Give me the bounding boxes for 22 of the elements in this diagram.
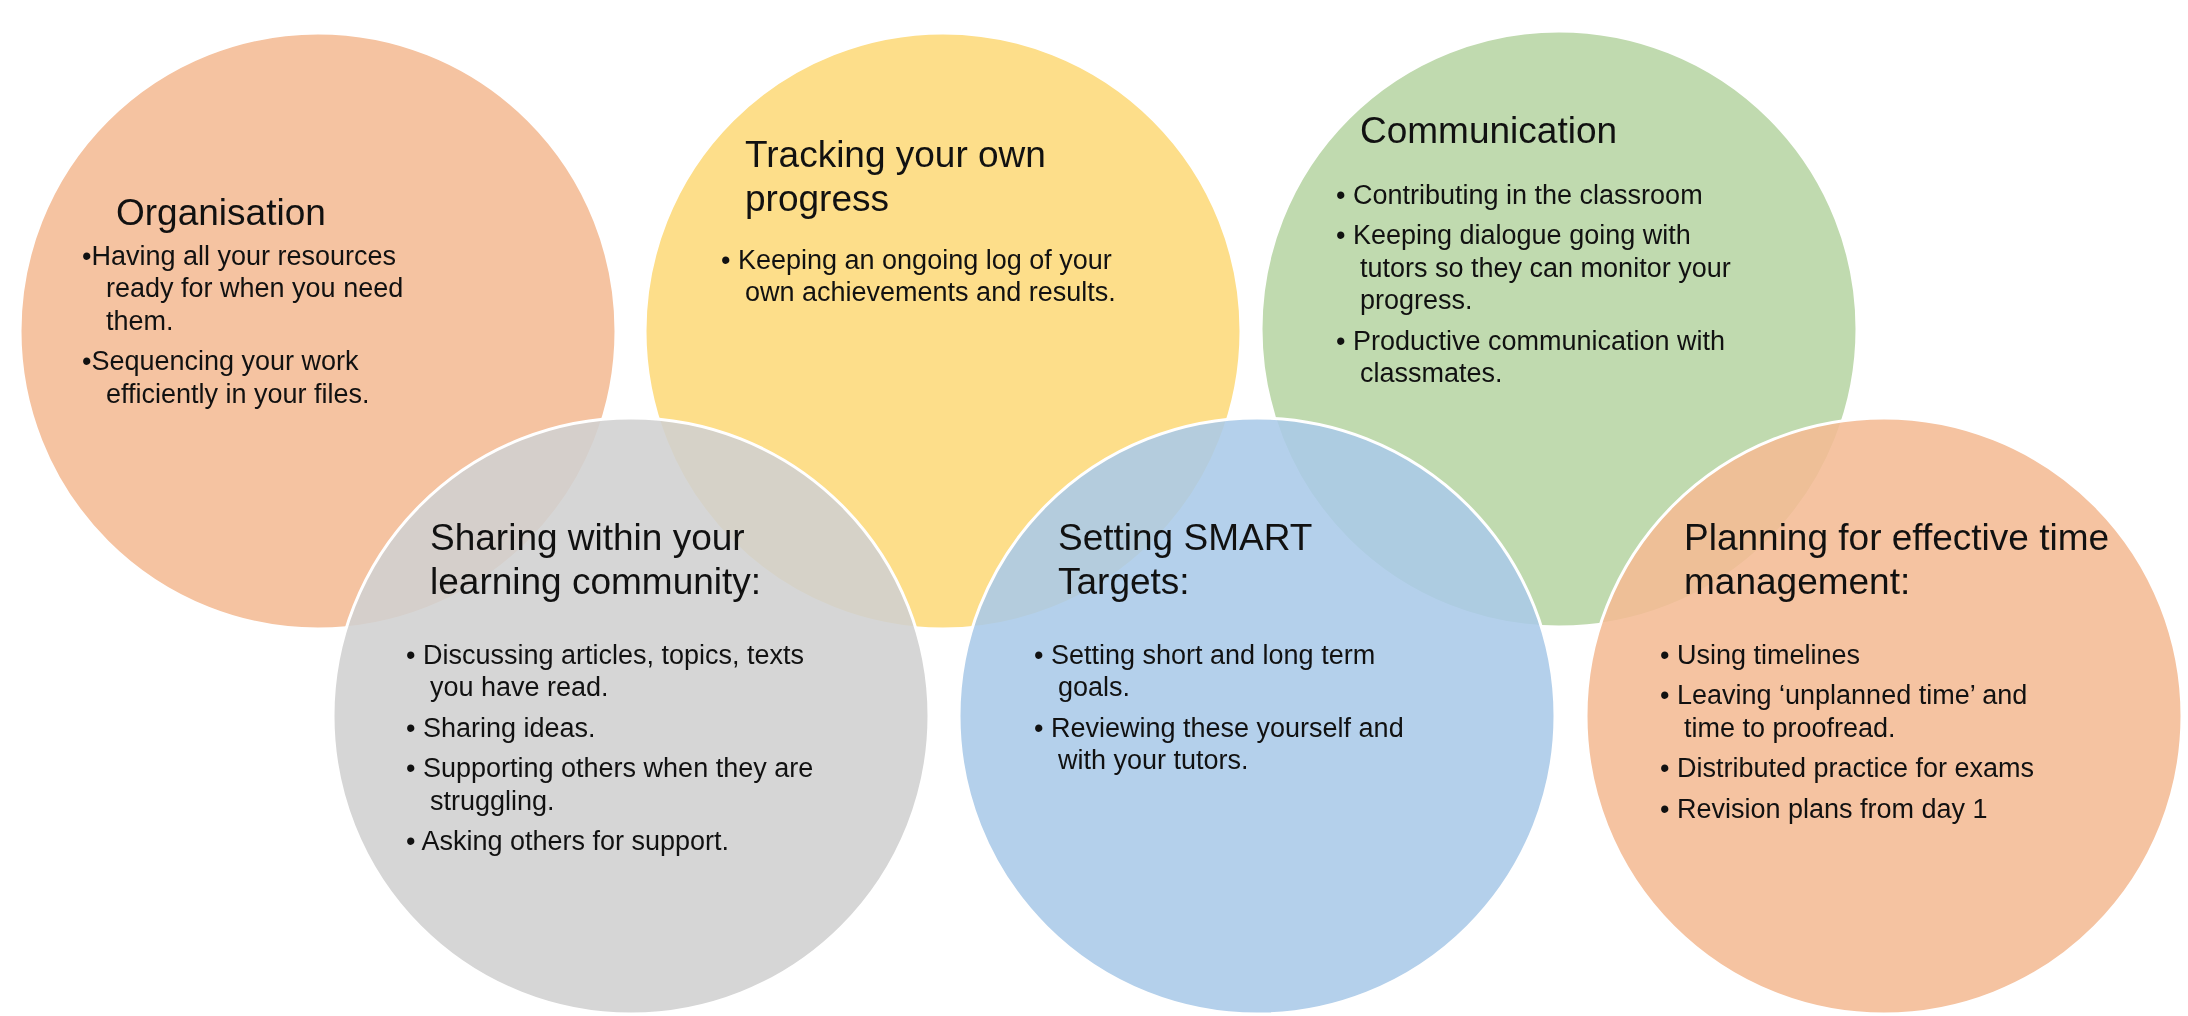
circle-heading: Setting SMART Targets: [1058, 516, 1313, 605]
bullet-point: • Using timelines [1660, 639, 1862, 672]
bullet-point: • Discussing articles, topics, texts you have read. [406, 639, 806, 704]
bullet-point: • Keeping dialogue going with tutors so they can monitor your progress. [1336, 219, 1732, 317]
bullet-point: •Having all your resources ready for when you need them. [82, 240, 405, 338]
bullet-point: • Supporting others when they are struggling. [406, 752, 815, 817]
circle-heading: Sharing within your learning community: [430, 516, 763, 605]
bullet-point: • Productive communication with classmates. [1336, 324, 1727, 390]
bullet-point: • Contributing in the classroom [1336, 179, 1704, 212]
circle-heading: Planning for effective time management: [1684, 516, 2111, 605]
bullet-point: • Asking others for support. [406, 824, 731, 858]
circle-heading: Tracking your own progress [745, 133, 1047, 222]
bullet-point: • Setting short and long term goals. [1034, 639, 1377, 704]
bullet-point: • Keeping an ongoing log of your own achievements and results. [721, 244, 1117, 309]
bullet-point: • Leaving ‘unplanned time’ and time to proofread. [1660, 679, 2029, 745]
bullet-point: • Reviewing these yourself and with your tutors. [1034, 711, 1405, 777]
bullet-point: • Revision plans from day 1 [1660, 792, 1989, 825]
bullet-point: • Distributed practice for exams [1660, 752, 2036, 785]
circle-heading: Communication [1360, 109, 1619, 153]
bullet-point: • Sharing ideas. [406, 711, 597, 745]
bullet-point: •Sequencing your work efficiently in your files. [82, 345, 371, 410]
circle-heading: Organisation [116, 191, 327, 235]
